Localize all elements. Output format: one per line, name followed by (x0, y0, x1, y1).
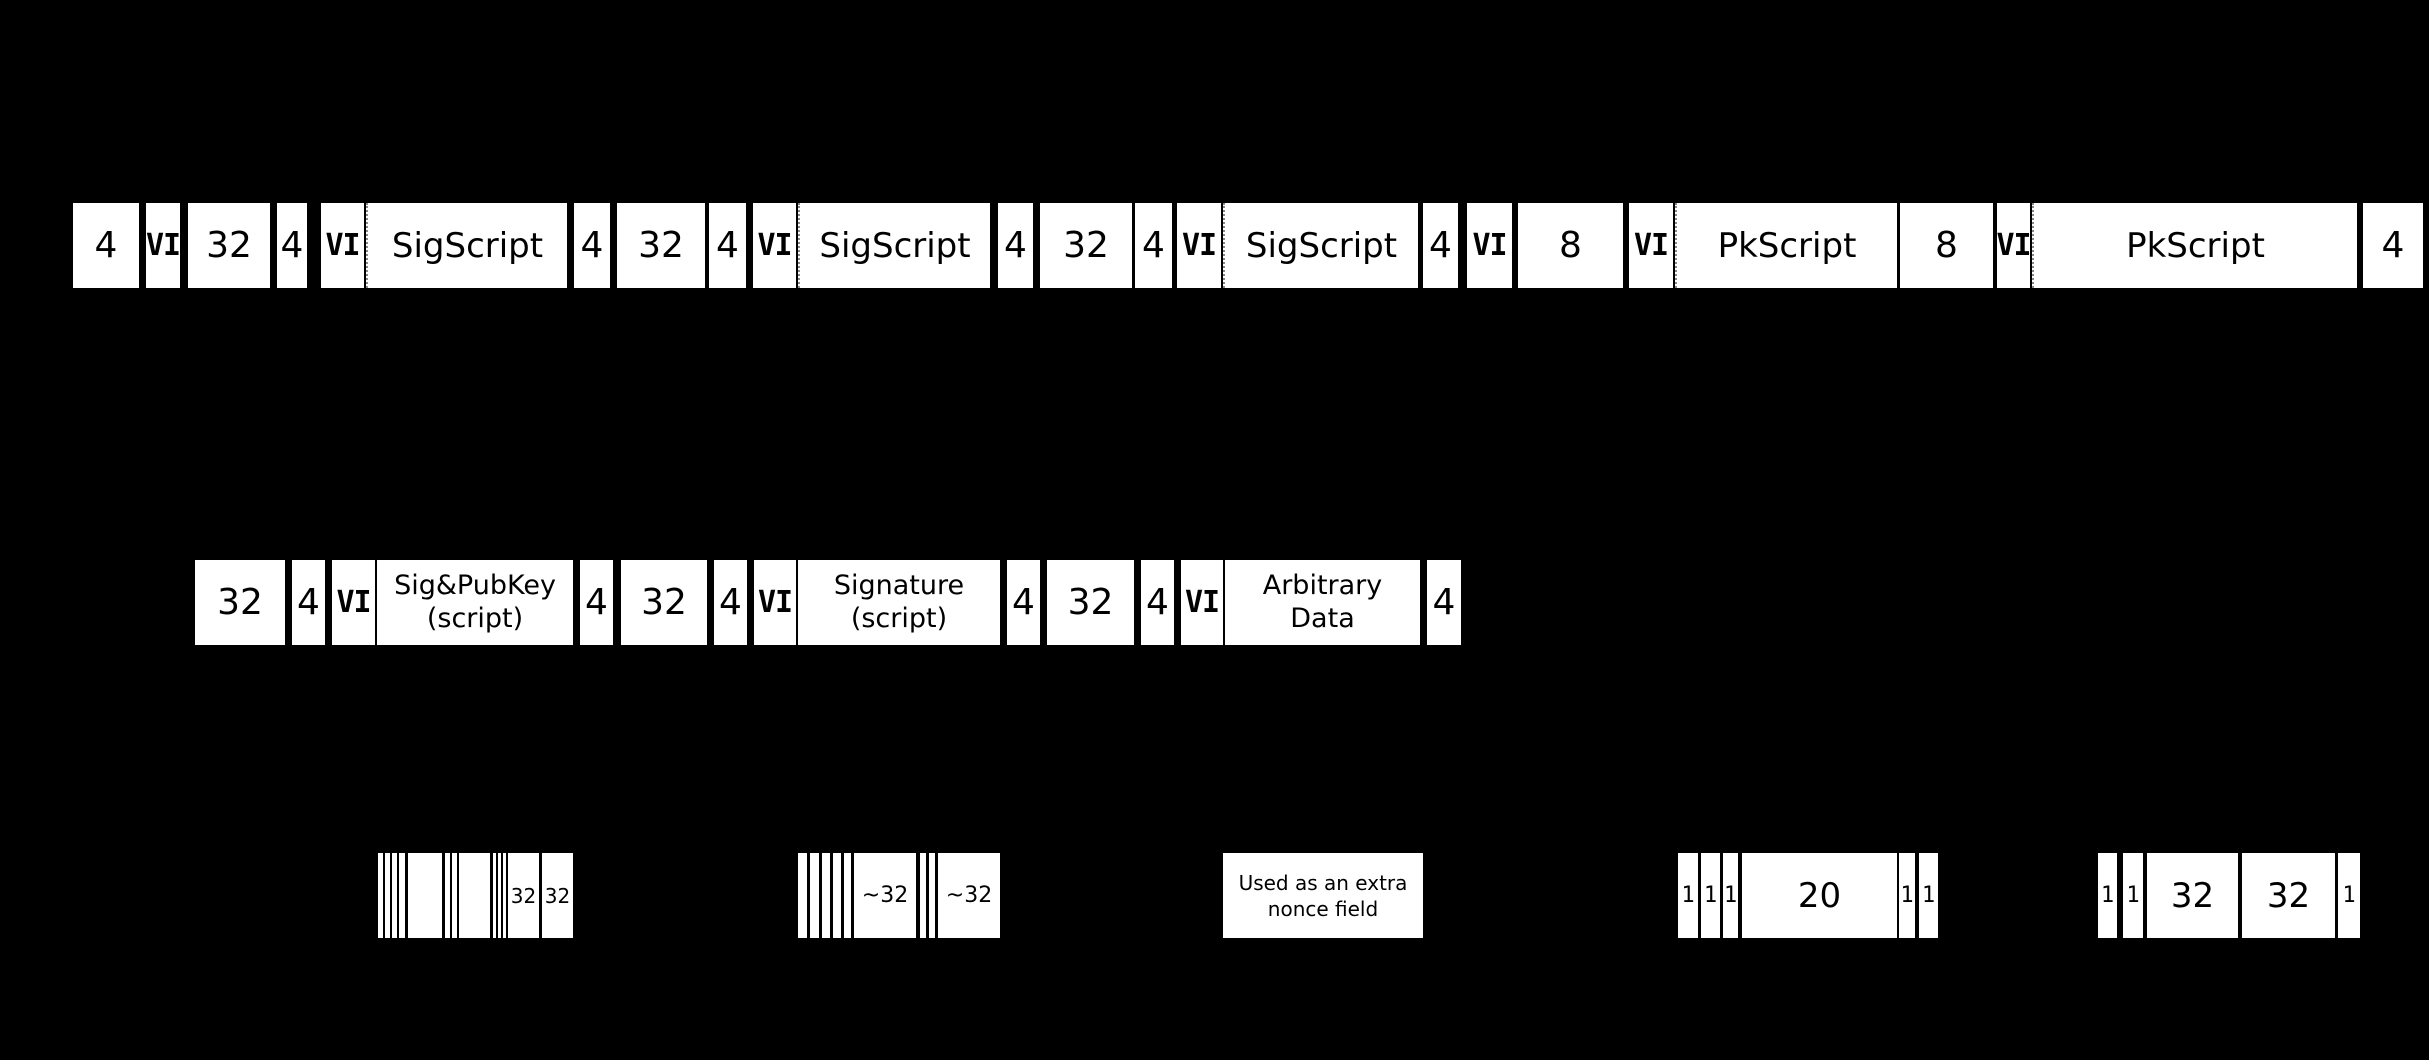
field-box-pkscript: PkScript (1675, 203, 1897, 288)
field-slice (385, 853, 390, 938)
field-slice (399, 853, 405, 938)
field-slice (498, 853, 501, 938)
field-slice (844, 853, 851, 938)
field-box-vi: VI (321, 203, 364, 288)
field-slice (408, 853, 442, 938)
field-box-32: 32 (617, 203, 705, 288)
field-slice (503, 853, 506, 938)
field-box-4: 4 (2363, 203, 2423, 288)
field-box-4: 4 (292, 560, 325, 645)
field-slice (833, 853, 841, 938)
field-box-32: 32 (2147, 853, 2238, 938)
field-box-1: 1 (2123, 853, 2143, 938)
field-box-20: 20 (1742, 853, 1897, 938)
field-slice (445, 853, 450, 938)
field-box-4: 4 (277, 203, 307, 288)
field-box-4: 4 (1007, 560, 1040, 645)
field-box-vi: VI (754, 560, 796, 645)
field-box-4: 4 (714, 560, 747, 645)
field-box-4: 4 (998, 203, 1033, 288)
field-box-vi: VI (1177, 203, 1221, 288)
field-box-sigscript: SigScript (1223, 203, 1418, 288)
field-box-4: 4 (574, 203, 610, 288)
field-box-32: 32 (542, 853, 573, 938)
field-box-1: 1 (1723, 853, 1738, 938)
field-box-vi: VI (753, 203, 796, 288)
field-slice (493, 853, 496, 938)
field-slice (378, 853, 383, 938)
field-box-4: 4 (709, 203, 746, 288)
field-box-vi: VI (1181, 560, 1223, 645)
field-box-1: 1 (1899, 853, 1915, 938)
field-box-8: 8 (1518, 203, 1623, 288)
field-slice (929, 853, 935, 938)
field-slice (810, 853, 819, 938)
field-slice (459, 853, 490, 938)
field-box-32: 32 (621, 560, 707, 645)
field-box-4: 4 (73, 203, 139, 288)
field-box-vi: VI (332, 560, 375, 645)
field-box-32: 32 (1047, 560, 1134, 645)
field-box-32: 32 (508, 853, 539, 938)
field-box-vi: VI (1996, 203, 2032, 288)
field-box-vi: VI (146, 203, 181, 288)
field-box-4: 4 (1135, 203, 1172, 288)
field-slice (822, 853, 830, 938)
field-box-1: 1 (2338, 853, 2360, 938)
field-box-4: 4 (580, 560, 613, 645)
field-box-4: 4 (1423, 203, 1458, 288)
field-box-32: 32 (2242, 853, 2335, 938)
field-box-vi: VI (1629, 203, 1673, 288)
field-box-~32: ~32 (854, 853, 916, 938)
field-box-1: 1 (2098, 853, 2117, 938)
field-box-1: 1 (1678, 853, 1698, 938)
field-box-8: 8 (1900, 203, 1993, 288)
field-box-sig&pubkey-script-: Sig&PubKey (script) (377, 560, 573, 645)
field-box-32: 32 (195, 560, 285, 645)
field-box-4: 4 (1141, 560, 1174, 645)
field-box-used-as-an-extra-nonce-field: Used as an extra nonce field (1223, 853, 1423, 938)
field-box-vi: VI (1467, 203, 1512, 288)
field-box-arbitrary-data: Arbitrary Data (1225, 560, 1420, 645)
field-slice (452, 853, 457, 938)
field-slice (392, 853, 397, 938)
field-box-sigscript: SigScript (798, 203, 990, 288)
field-slice (920, 853, 926, 938)
field-box-32: 32 (1040, 203, 1132, 288)
field-box-signature-script-: Signature (script) (798, 560, 1000, 645)
field-box-~32: ~32 (938, 853, 1000, 938)
field-slice (798, 853, 807, 938)
field-box-pkscript: PkScript (2032, 203, 2357, 288)
field-box-1: 1 (1919, 853, 1938, 938)
field-box-1: 1 (1701, 853, 1720, 938)
field-box-4: 4 (1427, 560, 1461, 645)
field-box-sigscript: SigScript (366, 203, 567, 288)
field-box-32: 32 (188, 203, 270, 288)
